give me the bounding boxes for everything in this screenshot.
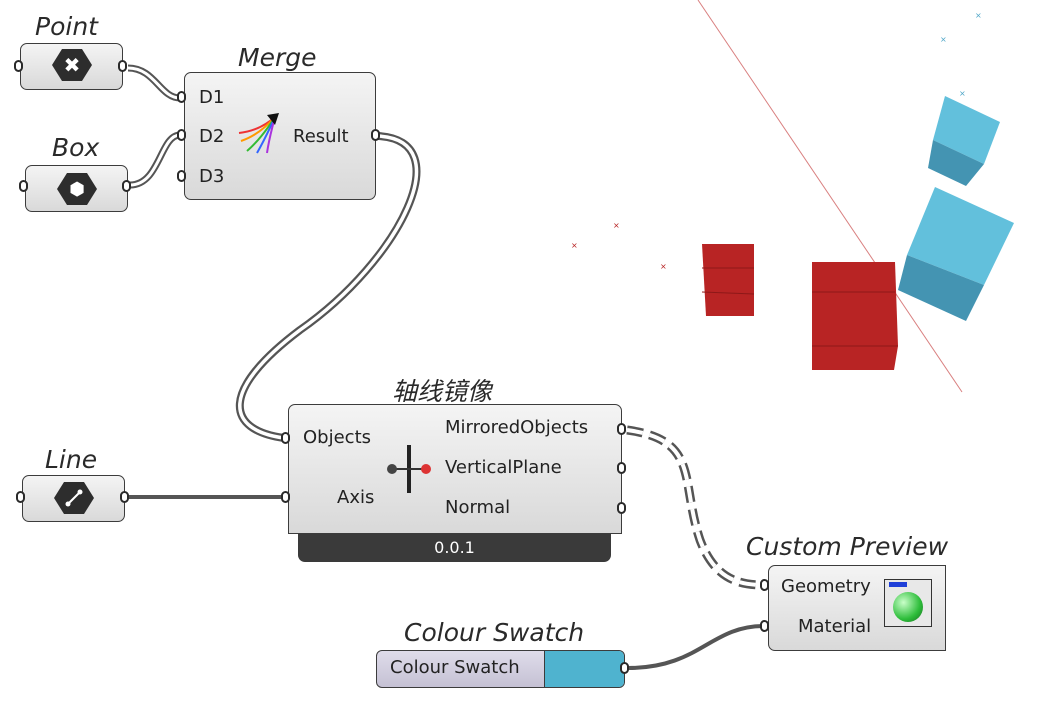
merge-port-d3[interactable] [177, 170, 186, 182]
svg-text:×: × [959, 89, 966, 98]
merge-output-result: Result [293, 126, 349, 147]
preview-port-geometry[interactable] [760, 579, 769, 591]
svg-text:×: × [660, 262, 667, 271]
line-title: Line [45, 445, 98, 474]
point-node[interactable]: ✖ [20, 43, 123, 90]
mirror-input-objects: Objects [303, 427, 372, 448]
source-box-large [898, 187, 1014, 321]
merge-input-d1: D1 [199, 87, 225, 108]
preview-port-material[interactable] [760, 620, 769, 632]
cube-icon: ⬢ [57, 173, 97, 205]
colour-swatch-node[interactable]: Colour Swatch [376, 650, 625, 688]
mirror-output-normal: Normal [445, 497, 511, 518]
box-title: Box [52, 133, 100, 162]
merge-title: Merge [238, 43, 317, 72]
merge-input-d2: D2 [199, 126, 225, 147]
svg-text:×: × [975, 11, 982, 20]
colour-swatch-color[interactable] [544, 651, 624, 687]
wire-swatch-preview [627, 624, 765, 670]
preview-input-material: Material [798, 616, 872, 637]
colour-swatch-output-port[interactable] [620, 662, 629, 674]
mirror-output-mirrored: MirroredObjects [445, 417, 589, 438]
box-input-port[interactable] [19, 180, 28, 192]
svg-text:×: × [613, 221, 620, 230]
mirrored-box-small [701, 244, 755, 316]
colour-swatch-title: Colour Swatch [404, 618, 585, 647]
mirror-port-vplane[interactable] [617, 462, 626, 474]
wire-point-merge [127, 64, 181, 102]
point-output-port[interactable] [118, 60, 127, 72]
box-output-port[interactable] [122, 180, 131, 192]
preview-input-geometry: Geometry [781, 576, 871, 597]
mirror-output-vplane: VerticalPlane [445, 457, 562, 478]
mirror-title: 轴线镜像 [392, 377, 493, 406]
mirror-axis-icon [387, 445, 431, 493]
merge-port-result[interactable] [371, 129, 380, 141]
line-segment-icon [54, 482, 94, 514]
merge-fan-icon [238, 113, 279, 154]
preview-sphere-icon [884, 579, 932, 627]
line-input-port[interactable] [16, 491, 25, 503]
mirror-input-axis: Axis [337, 487, 375, 508]
line-node[interactable] [22, 475, 125, 522]
box-node[interactable]: ⬢ [25, 165, 128, 212]
svg-text:×: × [940, 35, 947, 44]
merge-input-d3: D3 [199, 166, 225, 187]
mirror-port-objects[interactable] [281, 432, 290, 444]
custom-preview-title: Custom Preview [746, 532, 949, 561]
mirror-port-axis[interactable] [281, 491, 290, 503]
mirror-version: 0.0.1 [298, 534, 611, 562]
svg-text:×: × [571, 241, 578, 250]
mirrored-box-large [812, 262, 898, 370]
mirror-node[interactable]: Objects Axis MirroredObjects VerticalPla… [288, 404, 622, 534]
colour-swatch-label: Colour Swatch [390, 657, 520, 678]
wire-mirror-preview [626, 425, 765, 590]
mirror-port-normal[interactable] [617, 502, 626, 514]
axis-line [697, 0, 963, 393]
point-markers: × × × [571, 221, 667, 271]
point-title: Point [35, 12, 98, 41]
x-hexagon-icon: ✖ [52, 49, 92, 81]
merge-port-d1[interactable] [177, 91, 186, 103]
merge-node[interactable]: D1 D2 D3 Result [184, 72, 376, 200]
point-input-port[interactable] [14, 60, 23, 72]
line-output-port[interactable] [120, 491, 129, 503]
wire-box-merge [129, 131, 181, 189]
merge-port-d2[interactable] [177, 129, 186, 141]
mirror-port-mirrored[interactable] [617, 423, 626, 435]
source-box-small [928, 96, 1000, 186]
